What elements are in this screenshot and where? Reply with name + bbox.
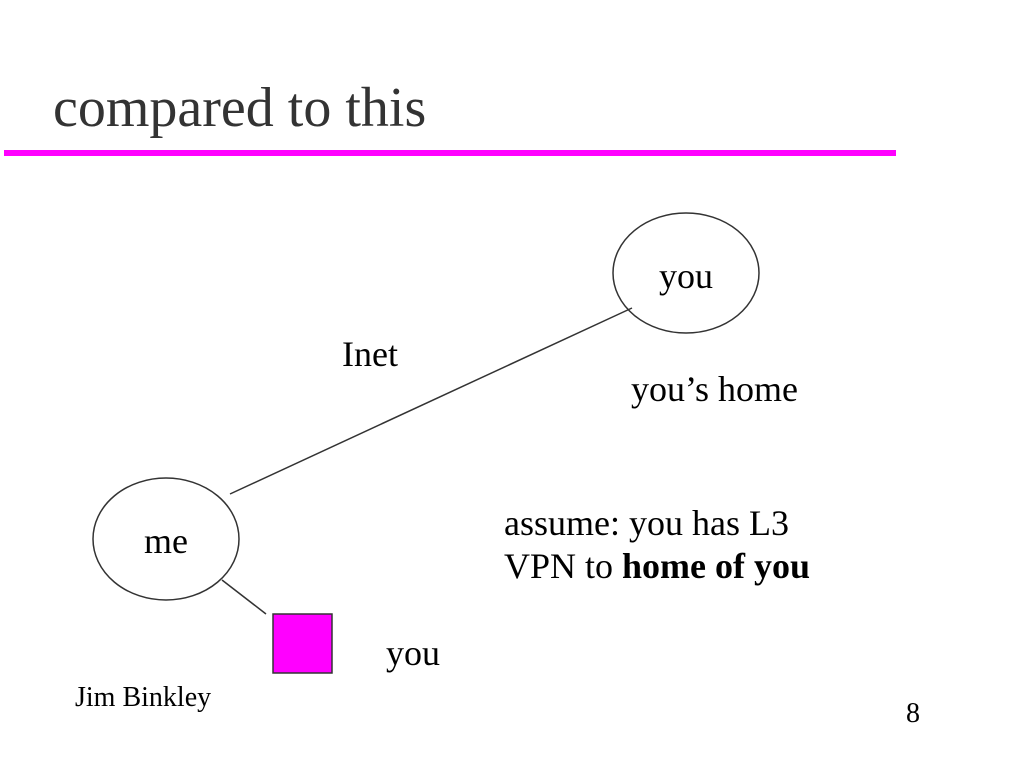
assumption-note: assume: you has L3 VPN to home of you (504, 502, 810, 588)
you-node-circle (612, 212, 760, 334)
you-node-label: you (659, 256, 713, 296)
you-device-square (272, 613, 333, 674)
inet-label: Inet (342, 334, 398, 374)
device-label: you (386, 633, 440, 673)
title-underline (4, 150, 896, 156)
page-number: 8 (906, 698, 920, 729)
note-line-2-bold: home of you (622, 546, 811, 587)
me-node-circle (92, 477, 240, 601)
home-label: you’s home (631, 369, 798, 409)
note-line-1: assume: you has L3 (504, 503, 789, 543)
me-device-link (221, 579, 267, 615)
note-line-2: VPN to home of you (504, 545, 810, 588)
note-line-2-prefix: VPN to (504, 546, 623, 587)
inet-link (229, 307, 633, 495)
me-node-label: me (144, 521, 188, 561)
footer-author: Jim Binkley (75, 682, 212, 713)
slide-title: compared to this (53, 77, 427, 139)
